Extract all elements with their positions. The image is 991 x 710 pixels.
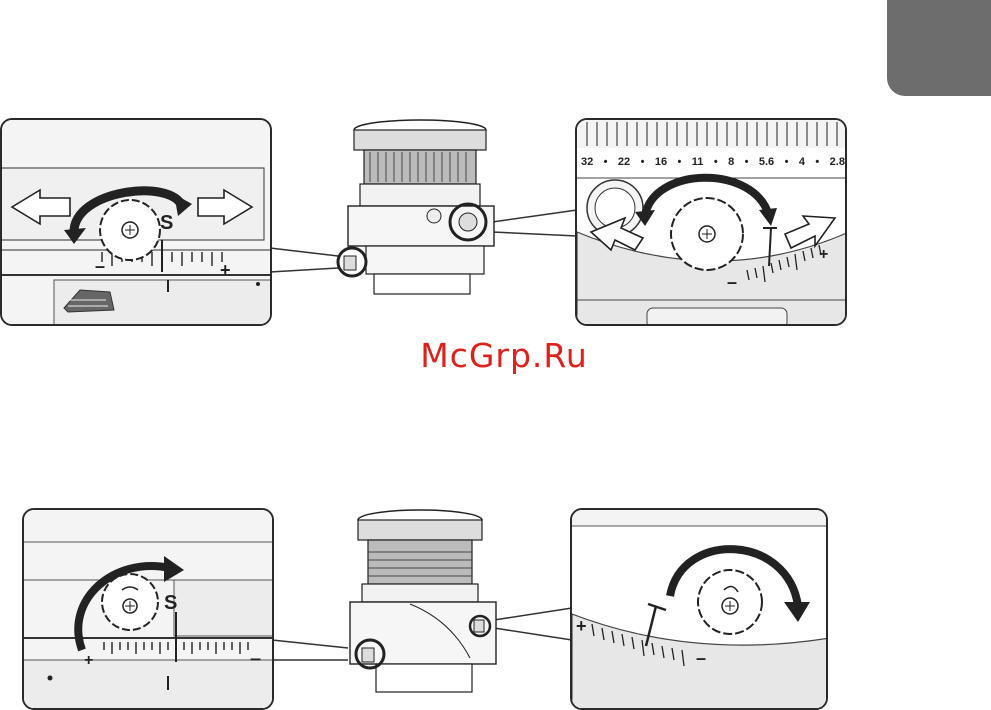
aperture-value: 8 (728, 156, 734, 168)
tilt-knob[interactable] (698, 570, 762, 634)
lens-illustration-bottom (340, 508, 500, 694)
aperture-value: 32 (581, 156, 593, 168)
aperture-value: 16 (655, 156, 667, 168)
scale-minus-label: – (250, 648, 261, 671)
dial-label: S (160, 212, 173, 235)
tilt-detail-panel-bottom: T + – (570, 508, 828, 710)
scale-plus-label: + (84, 652, 93, 670)
aperture-value: 2.8 (830, 156, 845, 168)
tilt-knob[interactable] (671, 198, 743, 270)
scale-plus-label: + (220, 260, 231, 281)
aperture-value: 22 (618, 156, 630, 168)
shift-detail-panel-top: S – + (0, 118, 272, 326)
scale-plus-label: + (576, 616, 587, 637)
aperture-scale: 32• 22• 16• 11• 8• 5.6• 4• 2.8 (581, 156, 845, 168)
aperture-value: 4 (799, 156, 805, 168)
scale-minus-label: – (727, 272, 737, 293)
aperture-value: 11 (692, 156, 704, 168)
scale-minus-label: – (95, 256, 105, 277)
lens-illustration-top (330, 118, 500, 298)
aperture-value: 5.6 (759, 156, 774, 168)
shift-knob[interactable] (102, 574, 158, 630)
watermark: McGrp.Ru (404, 336, 604, 375)
shift-knob[interactable] (100, 200, 160, 260)
scale-plus-label: + (819, 246, 828, 264)
shift-detail-panel-bottom: S + – (22, 508, 274, 710)
dial-label: S (164, 592, 177, 615)
scale-minus-label: – (696, 648, 706, 669)
tilt-detail-panel-top: 32• 22• 16• 11• 8• 5.6• 4• 2.8 T – + (575, 118, 847, 326)
